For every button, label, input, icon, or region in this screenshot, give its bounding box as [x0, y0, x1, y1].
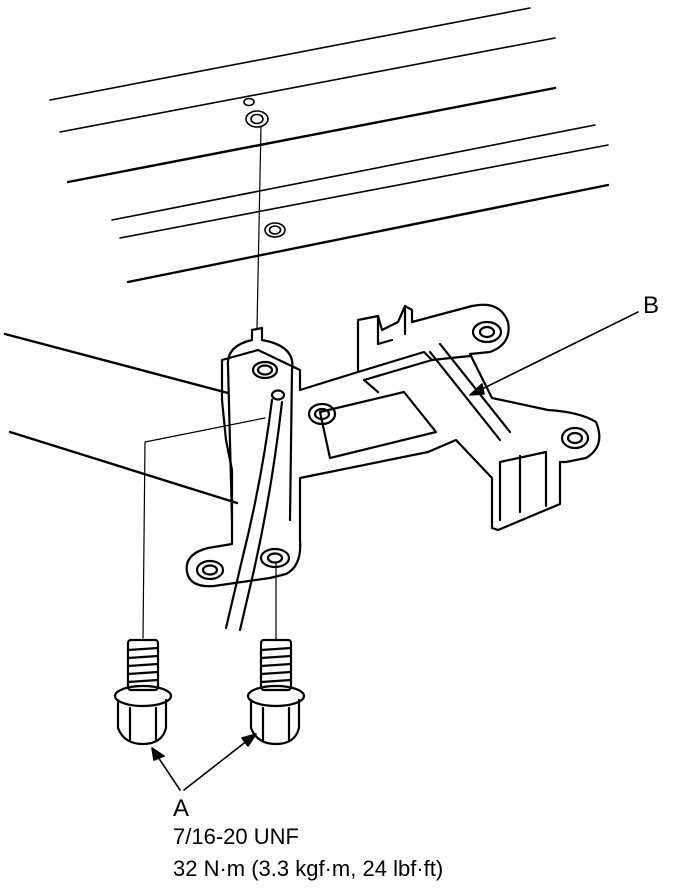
bolt-torque-spec: 32 N·m (3.3 kgf·m, 24 lbf·ft) [173, 856, 444, 881]
crossmember [3, 332, 239, 505]
callout-b-arrow [469, 311, 639, 396]
callout-label-a: A [173, 795, 190, 822]
floor-panel [49, 7, 610, 284]
cable [224, 398, 284, 632]
floor-holes [243, 97, 286, 238]
flange-bolt-icon [246, 638, 306, 746]
callout-a-arrows [151, 733, 257, 791]
bracket-boss [226, 326, 294, 569]
mounting-bracket [185, 303, 601, 588]
bolt-thread-spec: 7/16-20 UNF [173, 824, 299, 849]
alignment-line [256, 125, 262, 329]
bolt-leaders [142, 417, 277, 641]
flange-bolt-icon [113, 638, 173, 746]
callout-label-b: B [643, 292, 660, 319]
